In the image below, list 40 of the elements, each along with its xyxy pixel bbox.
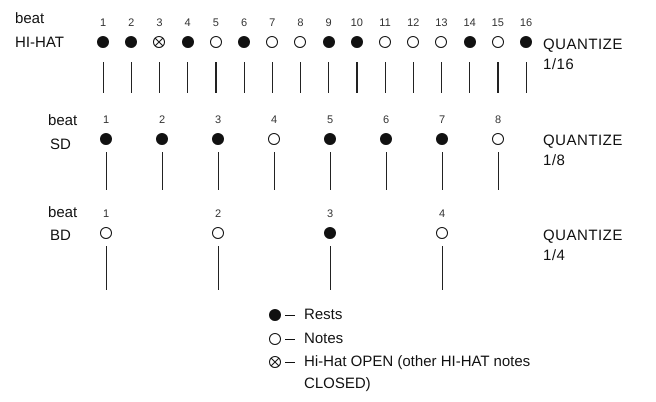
beat-number: 8 [494, 114, 502, 126]
beat-number: 1 [102, 114, 110, 126]
beat-label: beat [15, 9, 44, 28]
beat-number: 7 [438, 114, 446, 126]
beat-number: 15 [490, 17, 505, 29]
beat-number: 3 [214, 114, 222, 126]
beat-number: 4 [438, 208, 446, 220]
beat-number: 4 [184, 17, 192, 29]
beat-label: beat [48, 203, 78, 222]
legend-label: Notes [304, 329, 344, 349]
beat-label: beat [48, 111, 78, 130]
beat-number: 14 [462, 17, 477, 29]
beat-number: 12 [406, 17, 420, 29]
beat-number: 2 [214, 208, 222, 220]
beat-number: 2 [158, 114, 166, 126]
beat-number: 6 [240, 17, 248, 29]
quantize-label: QUANTIZE 1/8 [543, 131, 624, 171]
instrument-label: SD [50, 135, 71, 154]
beat-number: 1 [98, 17, 108, 29]
beat-number: 4 [270, 114, 278, 126]
beat-number: 5 [212, 17, 220, 29]
quantize-label: QUANTIZE 1/4 [543, 226, 624, 266]
legend-label: Rests [304, 305, 344, 325]
instrument-label: HI-HAT [15, 33, 64, 52]
beat-number: 2 [127, 17, 136, 29]
beat-number: 6 [382, 114, 390, 126]
beat-number: 7 [268, 17, 276, 29]
beat-number: 1 [102, 208, 110, 220]
beat-number: 8 [296, 17, 304, 29]
beat-number: 11 [378, 17, 392, 29]
instrument-label: BD [50, 226, 71, 245]
beat-number: 5 [326, 114, 334, 126]
beat-number: 3 [155, 17, 164, 29]
beat-number: 16 [518, 17, 534, 29]
beat-number: 3 [326, 208, 334, 220]
beat-number: 9 [324, 17, 333, 29]
legend-label: Hi-Hat OPEN (other HI-HAT notes CLOSED) [304, 352, 532, 394]
quantize-label: QUANTIZE 1/16 [543, 35, 624, 75]
beat-number: 10 [350, 17, 364, 29]
beat-number: 13 [434, 17, 449, 29]
